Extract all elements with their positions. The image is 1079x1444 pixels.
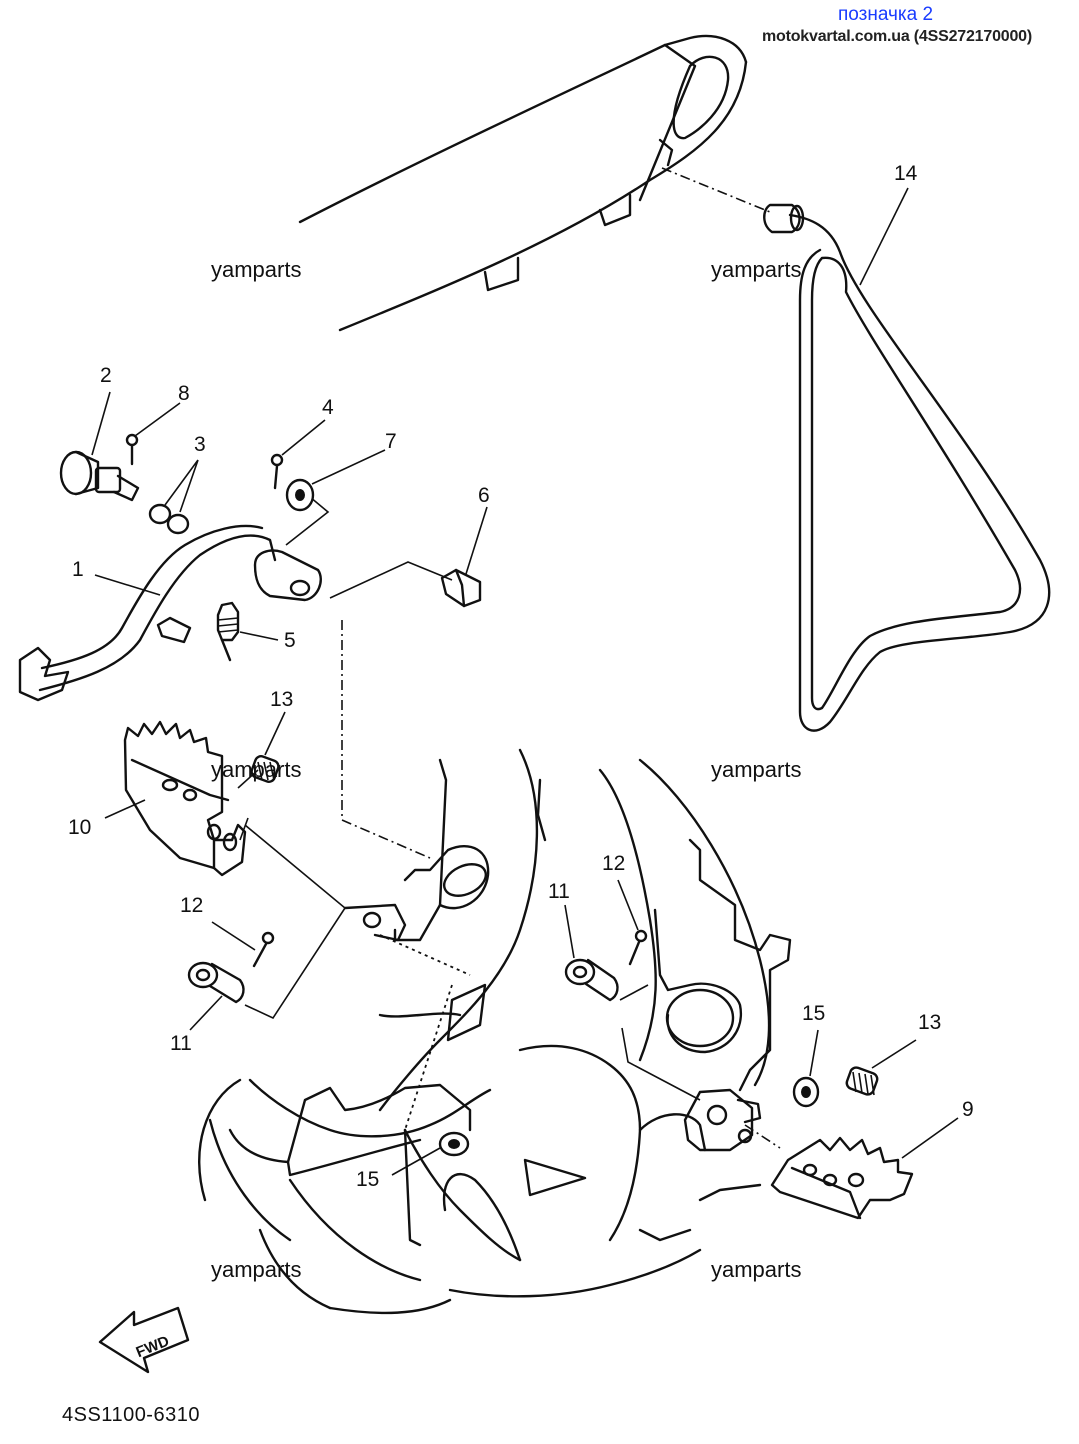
watermark: yamparts <box>211 257 302 282</box>
callout-5: 5 <box>284 629 296 652</box>
callout-12-left: 12 <box>180 894 204 917</box>
seat-frame <box>298 34 748 332</box>
callout-15-right: 15 <box>802 1002 826 1025</box>
callout-3: 3 <box>194 433 206 456</box>
bolts-and-pins <box>187 929 648 1157</box>
footrest-left <box>123 720 280 877</box>
callout-12-right: 12 <box>602 852 626 875</box>
fwd-arrow: FWD <box>98 1306 190 1374</box>
callout-11-left: 11 <box>170 1032 192 1055</box>
watermark: yamparts <box>211 1257 302 1282</box>
callout-11-right: 11 <box>548 880 570 903</box>
callout-13-left: 13 <box>270 688 294 711</box>
callout-6: 6 <box>478 484 490 507</box>
header-source: motokvartal.com.ua (4SS272170000) <box>762 28 1032 45</box>
callout-13-right: 13 <box>918 1011 942 1034</box>
callout-leaders <box>91 187 959 1176</box>
watermark: yamparts <box>711 257 802 282</box>
frame-lower <box>198 748 792 1315</box>
callout-10: 10 <box>68 816 92 839</box>
fwd-label: FWD <box>134 1333 172 1362</box>
footrest-right <box>683 1066 914 1220</box>
callout-8: 8 <box>178 382 190 405</box>
callout-14: 14 <box>894 162 918 185</box>
side-stand <box>763 203 1051 732</box>
watermark: yamparts <box>711 1257 802 1282</box>
header-title: позначка 2 <box>838 4 934 25</box>
brake-pedal <box>18 524 322 702</box>
diagram-code: 4SS1100-6310 <box>62 1404 200 1426</box>
callout-4: 4 <box>322 396 334 419</box>
callout-7: 7 <box>385 430 397 453</box>
leader-lines <box>244 167 781 1149</box>
callout-15-left: 15 <box>356 1168 380 1191</box>
callout-9: 9 <box>962 1098 974 1121</box>
callout-1: 1 <box>72 558 84 581</box>
watermark: yamparts <box>211 757 302 782</box>
small-parts-left <box>59 433 482 662</box>
callout-2: 2 <box>100 364 112 387</box>
watermark: yamparts <box>711 757 802 782</box>
